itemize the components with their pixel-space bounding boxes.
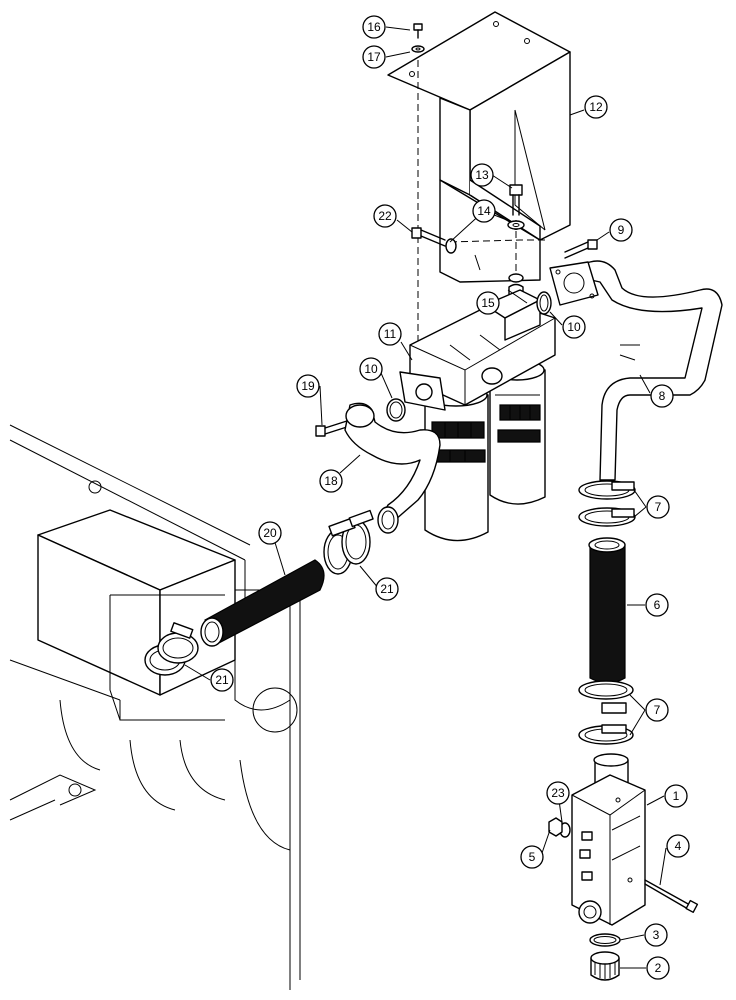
callout-3: 3 — [644, 923, 668, 947]
plug-2 — [590, 951, 620, 981]
callout-10-upper: 10 — [562, 315, 586, 339]
washer-17 — [411, 45, 425, 53]
callout-15: 15 — [476, 291, 500, 315]
filter-head — [399, 289, 556, 411]
assembly-guide-lines — [417, 60, 545, 380]
callout-21-upper: 21 — [375, 577, 399, 601]
callout-8-label: 8 — [659, 389, 666, 403]
callout-2-label: 2 — [655, 961, 662, 975]
callout-14-label: 14 — [477, 204, 491, 218]
callout-22-label: 22 — [378, 209, 392, 223]
callout-15-label: 15 — [481, 296, 495, 310]
callout-20: 20 — [258, 521, 282, 545]
callout-9-label: 9 — [618, 223, 625, 237]
filter-mounting-bracket — [387, 11, 571, 283]
callout-23: 23 — [546, 781, 570, 805]
callout-2: 2 — [646, 956, 670, 980]
callout-17-label: 17 — [367, 50, 381, 64]
bolt-22 — [411, 227, 446, 247]
callout-10-lower: 10 — [359, 357, 383, 381]
callout-18: 18 — [319, 469, 343, 493]
callout-9: 9 — [609, 218, 633, 242]
callout-5-label: 5 — [529, 850, 536, 864]
hose-clamp-21-lower — [144, 622, 199, 676]
callout-11-label: 11 — [384, 327, 397, 341]
bolt-16 — [413, 23, 423, 39]
callout-6-label: 6 — [654, 598, 661, 612]
callout-21-lower-label: 21 — [215, 673, 229, 687]
callout-7-lower-label: 7 — [654, 703, 661, 717]
callout-19: 19 — [296, 374, 320, 398]
callout-16: 16 — [362, 15, 386, 39]
callout-12-label: 12 — [589, 100, 603, 114]
callout-7-lower: 7 — [645, 698, 669, 722]
hose-20 — [200, 559, 325, 647]
hose-6 — [588, 537, 626, 684]
bolt-4 — [644, 879, 699, 913]
callout-19-label: 19 — [301, 379, 315, 393]
nut-5 — [548, 817, 563, 837]
callout-21-upper-label: 21 — [380, 582, 394, 596]
callout-7-upper: 7 — [646, 495, 670, 519]
callout-4: 4 — [666, 834, 690, 858]
callout-22: 22 — [373, 204, 397, 228]
callout-12: 12 — [584, 95, 608, 119]
callout-10-lower-label: 10 — [364, 362, 378, 376]
o-ring-10-lower — [386, 398, 406, 422]
callout-13-label: 13 — [475, 168, 489, 182]
callout-6: 6 — [645, 593, 669, 617]
callout-17: 17 — [362, 45, 386, 69]
callout-21-lower: 21 — [210, 668, 234, 692]
callout-10-upper-label: 10 — [567, 320, 581, 334]
callout-5: 5 — [520, 845, 544, 869]
callout-14: 14 — [472, 199, 496, 223]
tube-18 — [344, 402, 441, 534]
callout-8: 8 — [650, 384, 674, 408]
chassis-frame — [9, 424, 301, 990]
valve-body-1 — [571, 753, 646, 926]
callout-18-label: 18 — [324, 474, 338, 488]
hose-clamp-7-lower — [578, 680, 634, 745]
o-ring-3 — [589, 933, 621, 947]
bolt-9 — [564, 239, 598, 259]
callout-1-label: 1 — [673, 789, 680, 803]
hose-clamp-7-upper — [578, 480, 636, 527]
callout-3-label: 3 — [653, 928, 660, 942]
callout-20-label: 20 — [263, 526, 277, 540]
bolt-13 — [509, 184, 523, 216]
callout-1: 1 — [664, 784, 688, 808]
callout-4-label: 4 — [675, 839, 682, 853]
callout-7-upper-label: 7 — [655, 500, 662, 514]
o-ring-10-upper — [536, 291, 552, 315]
tube-8 — [549, 260, 723, 481]
hose-clamp-21-upper — [323, 509, 374, 575]
washer-14 — [445, 220, 525, 254]
callout-13: 13 — [470, 163, 494, 187]
callout-16-label: 16 — [367, 20, 381, 34]
callout-23-label: 23 — [551, 786, 565, 800]
leader-lines — [184, 26, 667, 969]
frame-housing-box — [37, 509, 236, 721]
callout-11: 11 — [378, 322, 402, 346]
